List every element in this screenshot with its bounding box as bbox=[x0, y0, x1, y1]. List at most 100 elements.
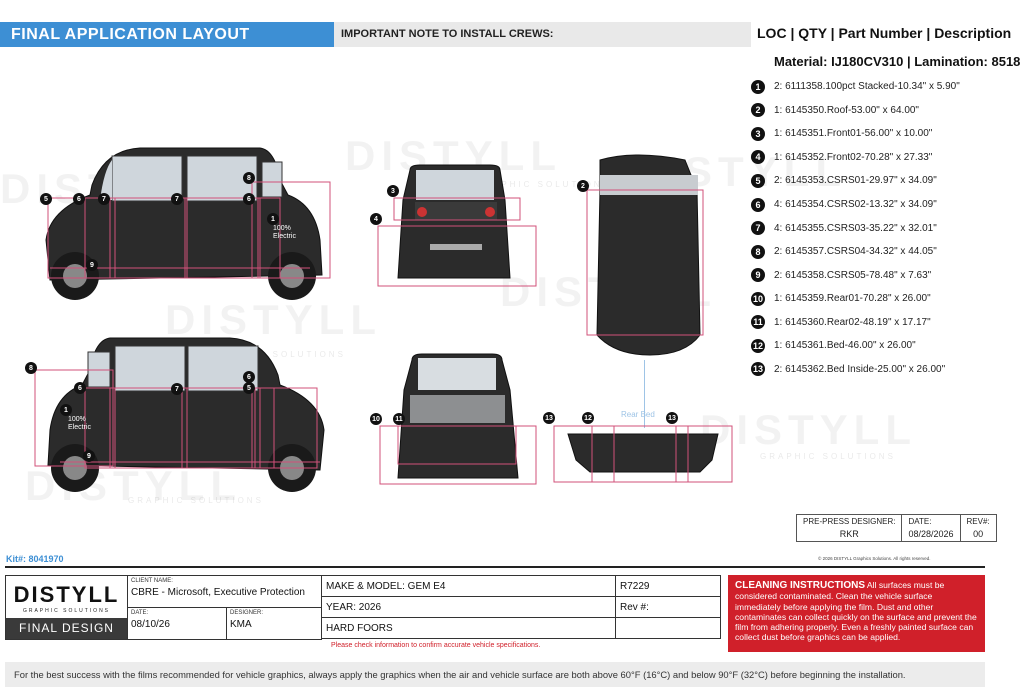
loc-badge: 8 bbox=[751, 244, 765, 259]
year-cell: YEAR: 2026 bbox=[321, 596, 616, 618]
logo-tagline: GRAPHIC SOLUTIONS bbox=[22, 608, 111, 614]
loc-badge: 11 bbox=[751, 315, 765, 330]
loc-6-marker: 6 bbox=[243, 193, 255, 205]
electric-badge-text: 100%Electric bbox=[273, 225, 296, 240]
loc-badge: 10 bbox=[751, 291, 765, 306]
loc-11-marker: 11 bbox=[393, 413, 405, 425]
vehicle-top-view bbox=[586, 154, 704, 356]
cleaning-instructions: CLEANING INSTRUCTIONS All surfaces must … bbox=[728, 575, 985, 652]
legend-text: 1: 6145352.Front02-70.28" x 27.33" bbox=[774, 151, 933, 163]
rev-number: Rev #: bbox=[620, 602, 649, 613]
date-value: 08/10/26 bbox=[131, 619, 170, 630]
rev-cell: Rev #: bbox=[615, 596, 721, 618]
prepress-signoff-table: PRE-PRESS DESIGNER: RKR DATE:08/28/2026 R… bbox=[795, 514, 997, 542]
loc-7-marker: 7 bbox=[171, 383, 183, 395]
loc-13-marker: 13 bbox=[666, 412, 678, 424]
divider bbox=[5, 566, 985, 568]
legend-text: 1: 6145359.Rear01-70.28" x 26.00" bbox=[774, 293, 931, 305]
legend-text: 1: 6145360.Rear02-48.19" x 17.17" bbox=[774, 316, 931, 328]
loc-badge: 4 bbox=[751, 150, 765, 165]
vehicle-side-view-right bbox=[34, 337, 325, 492]
year: YEAR: 2026 bbox=[326, 602, 382, 613]
client-cell: CLIENT NAME: CBRE - Microsoft, Executive… bbox=[127, 575, 322, 608]
job-cell: R7229 bbox=[615, 575, 721, 597]
electric-badge-text: 100%Electric bbox=[68, 416, 91, 431]
page-title: FINAL APPLICATION LAYOUT bbox=[0, 22, 334, 47]
copyright: © 2026 DISTYLL Graphics Solutions. All r… bbox=[818, 556, 931, 561]
loc-7-marker: 7 bbox=[98, 193, 110, 205]
prepress-designer-label: PRE-PRESS DESIGNER: bbox=[803, 517, 896, 526]
loc-badge: 9 bbox=[751, 268, 765, 283]
legend-text: 2: 6145357.CSRS04-34.32" x 44.05" bbox=[774, 246, 937, 258]
prepress-date-label: DATE: bbox=[908, 517, 932, 526]
loc-badge: 13 bbox=[751, 362, 765, 377]
watermark-tagline: GRAPHIC SOLUTIONS bbox=[128, 496, 264, 505]
final-design-label: FINAL DESIGN bbox=[6, 618, 127, 639]
loc-1-marker: 1 bbox=[267, 213, 279, 225]
loc-9-marker: 9 bbox=[86, 259, 98, 271]
legend-item: 13 2: 6145362.Bed Inside-25.00" x 26.00" bbox=[751, 358, 1021, 382]
prepress-rev-value: 00 bbox=[973, 529, 984, 539]
loc-6-marker: 6 bbox=[73, 193, 85, 205]
legend-text: 1: 6145361.Bed-46.00" x 26.00" bbox=[774, 340, 916, 352]
blank-cell bbox=[615, 617, 721, 639]
legend-text: 2: 6145353.CSRS01-29.97" x 34.09" bbox=[774, 175, 937, 187]
prepress-designer-value: RKR bbox=[839, 529, 859, 539]
watermark-tagline: GRAPHIC SOLUTIONS bbox=[210, 350, 346, 359]
loc-badge: 5 bbox=[751, 173, 765, 188]
vehicle-front-view bbox=[377, 164, 537, 287]
loc-badge: 2 bbox=[751, 103, 765, 118]
watermark-tagline: GRAPHIC SOLUTIONS bbox=[760, 452, 896, 461]
legend-item: 10 1: 6145359.Rear01-70.28" x 26.00" bbox=[751, 287, 1021, 311]
loc-badge: 12 bbox=[751, 338, 765, 353]
legend-item: 4 1: 6145352.Front02-70.28" x 27.33" bbox=[751, 146, 1021, 170]
client-label: CLIENT NAME: bbox=[131, 578, 173, 584]
loc-7-marker: 7 bbox=[171, 193, 183, 205]
legend-heading: LOC | QTY | Part Number | Description bbox=[757, 25, 1012, 41]
loc-10-marker: 10 bbox=[370, 413, 382, 425]
legend-text: 4: 6145354.CSRS02-13.32" x 34.09" bbox=[774, 199, 937, 210]
install-note-heading: IMPORTANT NOTE TO INSTALL CREWS: bbox=[334, 22, 751, 47]
prepress-designer-cell: PRE-PRESS DESIGNER: RKR bbox=[795, 514, 903, 542]
loc-4-marker: 4 bbox=[370, 213, 382, 225]
loc-2-marker: 2 bbox=[577, 180, 589, 192]
doors: HARD FOORS bbox=[326, 623, 393, 634]
make-model-cell: MAKE & MODEL: GEM E4 bbox=[321, 575, 616, 597]
client-value: CBRE - Microsoft, Executive Protection bbox=[131, 587, 305, 598]
loc-12-marker: 12 bbox=[582, 412, 594, 424]
loc-3-marker: 3 bbox=[387, 185, 399, 197]
rear-bed-label: Rear Bed bbox=[621, 410, 655, 419]
legend-text: 2: 6145362.Bed Inside-25.00" x 26.00" bbox=[774, 363, 946, 375]
vehicle-rear-view bbox=[379, 353, 537, 485]
loc-badge: 7 bbox=[751, 221, 765, 236]
prepress-rev-label: REV#: bbox=[966, 517, 990, 526]
date-cell: DATE: 08/10/26 bbox=[127, 607, 227, 640]
legend-item: 8 2: 6145357.CSRS04-34.32" x 44.05" bbox=[751, 240, 1021, 264]
loc-6-marker: 6 bbox=[74, 382, 86, 394]
loc-badge: 6 bbox=[751, 197, 765, 212]
prepress-date-cell: DATE:08/28/2026 bbox=[901, 514, 961, 542]
loc-6-marker: 6 bbox=[243, 371, 255, 383]
date-label: DATE: bbox=[131, 610, 149, 616]
designer-cell: DESIGNER: KMA bbox=[226, 607, 322, 640]
logo: DISTYLL bbox=[13, 582, 120, 607]
spec-warning: Please check information to confirm accu… bbox=[331, 642, 541, 649]
legend-item: 5 2: 6145353.CSRS01-29.97" x 34.09" bbox=[751, 169, 1021, 193]
loc-5-marker: 5 bbox=[40, 193, 52, 205]
legend-item: 12 1: 6145361.Bed-46.00" x 26.00" bbox=[751, 334, 1021, 358]
make-model: MAKE & MODEL: GEM E4 bbox=[326, 581, 446, 592]
watermark-tagline: GRAPHIC SOLUTIONS bbox=[475, 180, 611, 189]
legend-item: 6 4: 6145354.CSRS02-13.32" x 34.09" bbox=[751, 193, 1021, 217]
loc-8-marker: 8 bbox=[243, 172, 255, 184]
legend-text: 1: 6145351.Front01-56.00" x 10.00" bbox=[774, 128, 933, 140]
loc-9-marker: 9 bbox=[83, 450, 95, 462]
job-number: R7229 bbox=[620, 581, 650, 592]
material-line: Material: IJ180CV310 | Lamination: 8518 bbox=[774, 54, 1021, 69]
legend-text: 2: 6145358.CSRS05-78.48" x 7.63" bbox=[774, 269, 932, 281]
legend-item: 9 2: 6145358.CSRS05-78.48" x 7.63" bbox=[751, 263, 1021, 287]
doors-cell: HARD FOORS bbox=[321, 617, 616, 639]
